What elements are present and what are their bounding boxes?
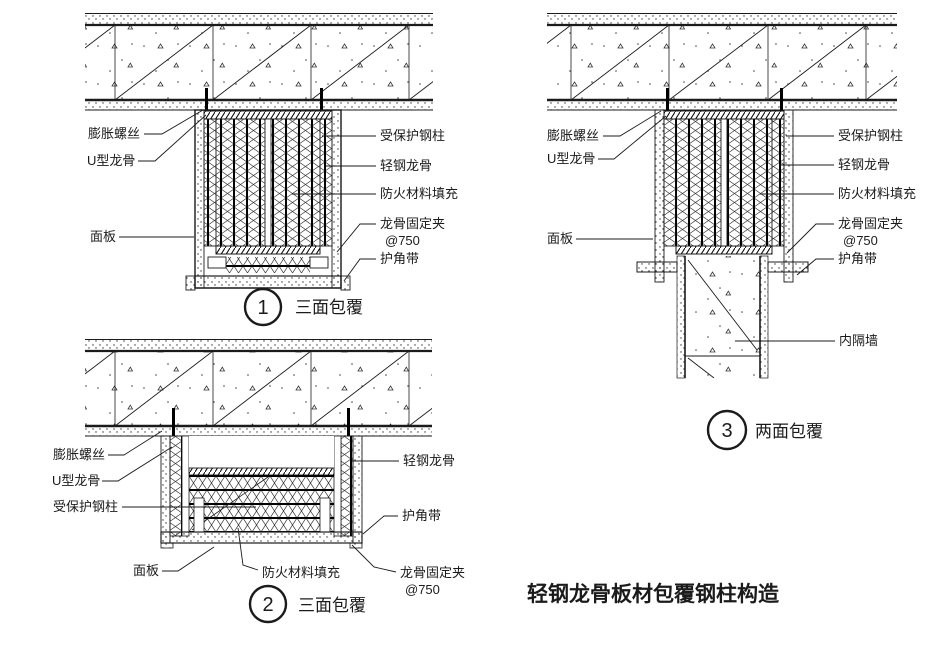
d2-column-encasement <box>160 408 363 549</box>
d1-label-clip-spacing: @750 <box>385 233 420 248</box>
d3-u-runner-top <box>663 110 785 120</box>
d2-label-expansion-screw: 膨胀螺丝 <box>53 447 105 462</box>
d1-stud-clip-right <box>309 256 329 269</box>
d3-label-protected-column: 受保护钢柱 <box>838 128 903 143</box>
d3-concrete-slab <box>547 13 897 111</box>
d3-caption-group: 3 两面包覆 <box>706 409 823 451</box>
d2-face-panel-right <box>352 435 363 544</box>
d2-label-stud-clip: 龙骨固定夹 <box>400 565 465 580</box>
d2-label-u-runner: U型龙骨 <box>52 473 100 488</box>
d1-stud-clip-left <box>207 256 227 269</box>
d3-steel-stud-right <box>771 118 785 247</box>
d2-u-runner-right <box>333 435 342 537</box>
drawing-title: 轻钢龙骨板材包覆钢柱构造 <box>527 582 780 606</box>
d3-steel-stud-left <box>663 118 677 247</box>
d3-label-expansion-screw: 膨胀螺丝 <box>547 128 599 143</box>
d1-label-protected-column: 受保护钢柱 <box>380 128 445 143</box>
d2-number-badge <box>248 584 288 624</box>
d1-number: 1 <box>257 297 268 319</box>
d1-label-fire-fill: 防火材料填充 <box>380 186 458 201</box>
d1-concrete-slab <box>85 13 433 111</box>
d1-label-u-runner: U型龙骨 <box>87 153 135 168</box>
d3-label-face-panel: 面板 <box>547 231 573 246</box>
d2-stud-clip-right <box>319 497 331 533</box>
d2-label-clip-spacing: @750 <box>405 582 440 597</box>
d3-caption: 两面包覆 <box>755 422 823 441</box>
d1-label-steel-stud: 轻钢龙骨 <box>380 158 432 173</box>
d2-labels: 膨胀螺丝 U型龙骨 受保护钢柱 面板 轻钢龙骨 护角带 龙骨固定夹 @750 防… <box>52 447 465 597</box>
d1-u-runner-top <box>203 110 333 120</box>
d2-label-fire-fill: 防火材料填充 <box>262 565 340 580</box>
d3-label-partition-wall: 内隔墙 <box>839 333 878 348</box>
leader-lines <box>102 109 835 573</box>
d3-corner-bead-right <box>767 261 809 273</box>
d3-label-clip-spacing: @750 <box>843 233 878 248</box>
d1-center-stud <box>264 118 272 247</box>
d3-u-runner-bottom <box>675 245 773 255</box>
d3-label-u-runner: U型龙骨 <box>547 151 595 166</box>
d1-steel-stud-left <box>203 118 217 247</box>
d3-label-fire-fill: 防火材料填充 <box>838 186 916 201</box>
d2-anchor-bolts <box>172 408 350 436</box>
d2-face-panel-left <box>160 435 171 544</box>
d3-label-corner-bead: 护角带 <box>838 251 877 266</box>
d1-number-badge <box>243 287 283 327</box>
d2-corner-bead-left <box>160 542 174 549</box>
d2-concrete-slab <box>85 339 432 437</box>
d1-column-encasement <box>185 88 351 291</box>
d2-caption: 三面包覆 <box>298 596 366 615</box>
d2-corner-bead-right <box>349 542 363 549</box>
d2-number: 2 <box>262 594 273 616</box>
d1-bottom-fire-fill <box>226 257 310 273</box>
d1-u-runner-bottom <box>215 245 321 255</box>
d2-u-runner-left <box>181 435 190 537</box>
d2-steel-stud-left <box>169 435 183 537</box>
d3-anchor-bolts <box>666 88 783 111</box>
d2-steel-column-void <box>189 436 334 468</box>
d1-labels: 膨胀螺丝 U型龙骨 面板 受保护钢柱 轻钢龙骨 防火材料填充 龙骨固定夹 @75… <box>87 126 458 266</box>
d2-bottom-panel <box>160 531 363 544</box>
d1-caption-group: 1 三面包覆 <box>243 287 363 327</box>
d3-corner-bead-left <box>636 261 678 273</box>
d2-runner-channel <box>188 467 335 476</box>
d2-label-protected-column: 受保护钢柱 <box>53 499 118 514</box>
d3-number-badge <box>706 409 748 451</box>
d3-column-encasement <box>636 88 809 283</box>
d2-label-corner-bead: 护角带 <box>402 508 441 523</box>
d2-label-face-panel: 面板 <box>133 563 159 578</box>
d3-label-steel-stud: 轻钢龙骨 <box>838 157 890 172</box>
d1-anchor-bolts <box>205 88 323 111</box>
d2-stud-clip-left <box>193 497 205 533</box>
d3-labels: 膨胀螺丝 U型龙骨 面板 受保护钢柱 轻钢龙骨 防火材料填充 龙骨固定夹 @75… <box>547 128 916 348</box>
d1-bottom-panel <box>194 275 342 289</box>
d3-center-stud <box>720 118 728 247</box>
d1-label-expansion-screw: 膨胀螺丝 <box>88 126 140 141</box>
d2-steel-stud-right <box>340 435 354 537</box>
d1-caption: 三面包覆 <box>295 298 363 317</box>
d1-label-corner-bead: 护角带 <box>380 251 419 266</box>
d3-number: 3 <box>721 420 732 442</box>
d3-partition-wall <box>676 255 769 379</box>
d1-face-panel-left <box>194 109 205 289</box>
d1-corner-bead-right <box>340 275 351 291</box>
d3-label-stud-clip: 龙骨固定夹 <box>838 216 903 231</box>
d1-corner-bead-left <box>185 275 196 291</box>
d1-label-face-panel: 面板 <box>90 229 116 244</box>
d2-caption-group: 2 三面包覆 <box>248 584 366 624</box>
d2-label-steel-stud: 轻钢龙骨 <box>403 453 455 468</box>
d1-face-panel-right <box>331 109 342 289</box>
d1-label-stud-clip: 龙骨固定夹 <box>380 216 445 231</box>
d2-fire-fill-area <box>189 475 334 532</box>
d3-face-panel-left <box>654 109 665 283</box>
d1-steel-stud-right <box>319 118 333 247</box>
